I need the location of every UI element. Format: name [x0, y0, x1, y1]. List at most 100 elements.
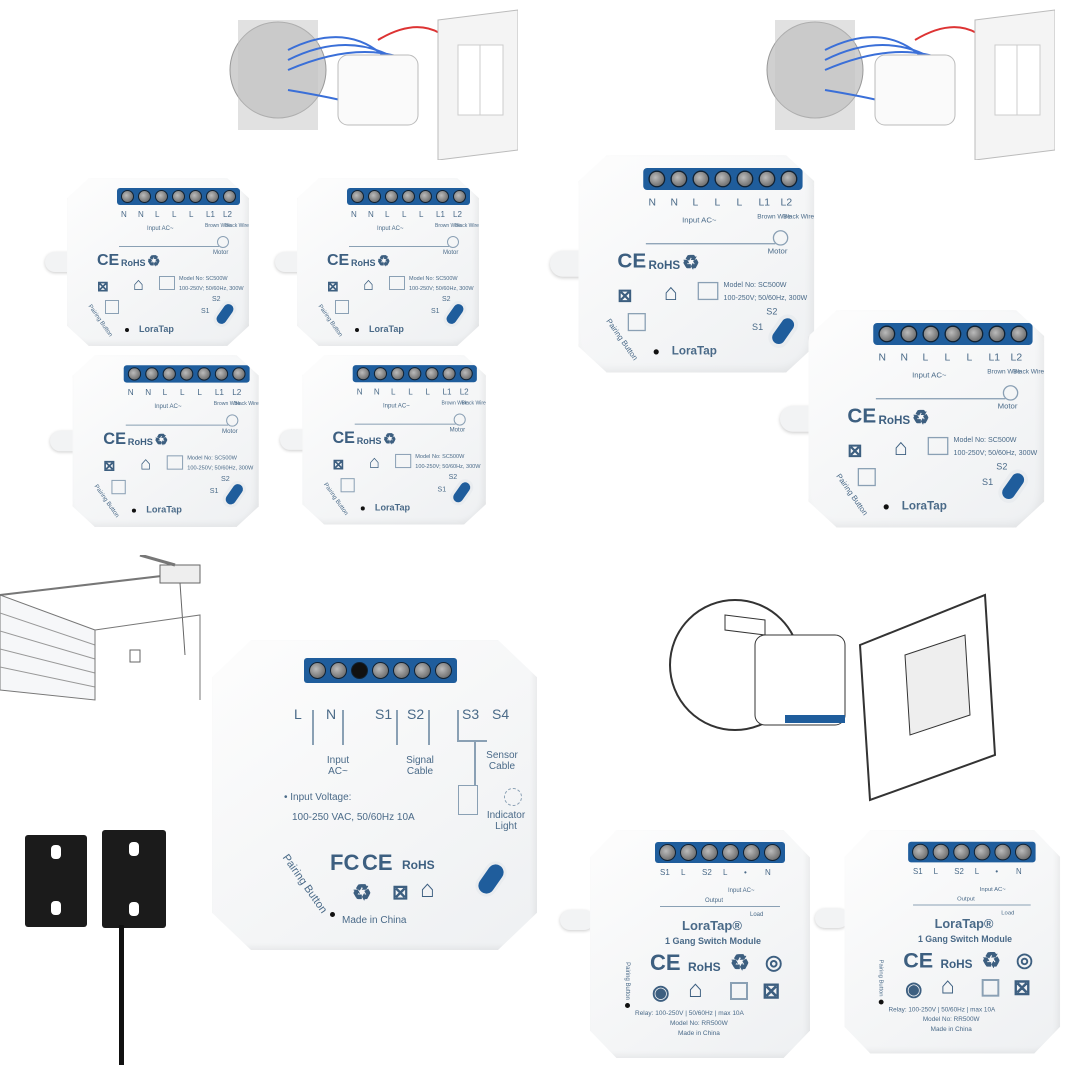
terminal-screw [351, 190, 364, 203]
terminal-screw [214, 367, 229, 381]
relay-box-icon [159, 276, 175, 290]
installer-icon: ◎ [1015, 949, 1034, 972]
terminal-screw [922, 325, 940, 343]
pairing-button[interactable] [125, 328, 129, 332]
terminal-screw [714, 170, 732, 188]
s2-label: S2 [442, 296, 451, 303]
ce-logo: CE [903, 947, 934, 973]
brand-label: LoraTap® [934, 916, 994, 931]
terminal-label: N [356, 387, 363, 397]
recycle-icon: ♻ [730, 950, 750, 975]
wire-line [349, 246, 449, 247]
pairing-button[interactable] [878, 999, 884, 1005]
terminal-label-s3: S3 [462, 706, 480, 722]
terminal-screw [330, 662, 347, 679]
s2-label: S2 [448, 474, 458, 482]
black-wire-label: Black Wire [1013, 368, 1045, 377]
motor-icon [1002, 385, 1019, 401]
pairing-button[interactable] [355, 328, 359, 332]
pairing-button[interactable] [653, 349, 659, 355]
house-icon: ⌂ [688, 976, 703, 1003]
terminal-screw [900, 325, 918, 343]
terminal-label: L2 [223, 210, 232, 219]
motor-label: Motor [222, 428, 238, 435]
brown-wire-label: Brown Wire [757, 213, 791, 222]
pairing-button[interactable] [883, 504, 889, 510]
pairing-button[interactable] [131, 508, 136, 513]
wire-line [660, 906, 780, 907]
terminal-label: L2 [453, 210, 462, 219]
rohs-logo: RoHS [940, 957, 973, 972]
double-insulation-icon [335, 300, 349, 314]
terminal-label: N [373, 387, 380, 397]
s1-label: S1 [201, 308, 210, 315]
terminal-screw [402, 190, 415, 203]
ce-logo: CE [332, 429, 355, 447]
recycle-icon: ♻ [682, 252, 700, 275]
relay-label: Relay: 100-250V | 50/60Hz | max 10A [888, 1006, 996, 1014]
black-wire-label: Black Wire [225, 223, 249, 229]
terminal-label: N [900, 351, 908, 364]
terminal-screw [680, 844, 697, 861]
model-label: Model No: SC500W [179, 276, 228, 282]
motor-icon [217, 236, 229, 248]
input-ac-label: Input AC~ [912, 372, 947, 380]
terminal-screw [912, 843, 929, 861]
house-icon: ⌂ [133, 274, 144, 294]
rohs-logo: RoHS [688, 960, 721, 974]
pairing-button[interactable] [625, 1003, 630, 1008]
terminal-screw [391, 367, 405, 381]
pairing-button[interactable] [330, 912, 335, 917]
brand-label: LoraTap [901, 499, 947, 513]
terminal-label: N [878, 351, 886, 364]
input-voltage-label: • Input Voltage: [284, 792, 352, 803]
wire-line [645, 243, 776, 245]
terminal-screw [385, 190, 398, 203]
rating-label: 100-250V; 50/60Hz, 300W [409, 286, 474, 292]
terminal-label: N [1015, 867, 1022, 877]
wiring-illustration-left [229, 9, 518, 160]
terminal-label: S1 [913, 867, 923, 877]
wire-line [354, 423, 456, 425]
terminal-screw [701, 844, 718, 861]
terminal-screw [1010, 325, 1028, 343]
recycle-icon: ♻ [352, 880, 372, 905]
input-ac-label: Input AC~ [728, 888, 755, 894]
terminal-label: L [172, 210, 177, 219]
s1-label: S1 [752, 323, 764, 333]
terminal-screw [670, 170, 688, 188]
terminal-screw [232, 367, 246, 381]
terminal-label: L [933, 867, 938, 877]
weee-bin-icon: ⊠ [332, 455, 345, 473]
indicator-light-label: Indicator Light [486, 810, 526, 832]
mounting-tab [560, 910, 594, 930]
input-ac-label: Input AC~ [377, 226, 404, 232]
terminal-block [643, 167, 803, 190]
rohs-logo: RoHS [648, 258, 681, 272]
terminal-block [873, 322, 1033, 345]
terminal-screw [197, 367, 211, 381]
pairing-button-label: Pairing Button [623, 962, 630, 1000]
module-title: 1 Gang Switch Module [665, 936, 762, 946]
terminal-label: L [391, 387, 396, 397]
terminal-label: L2 [780, 196, 793, 209]
pairing-button[interactable] [360, 506, 365, 511]
ce-logo: CE [97, 252, 120, 269]
terminal-label: L [966, 351, 973, 364]
made-in-label: Made in China [342, 915, 407, 926]
brown-wire-label: Brown Wire [205, 223, 231, 229]
s2-label: S2 [220, 475, 230, 483]
terminal-label: L2 [232, 387, 242, 397]
